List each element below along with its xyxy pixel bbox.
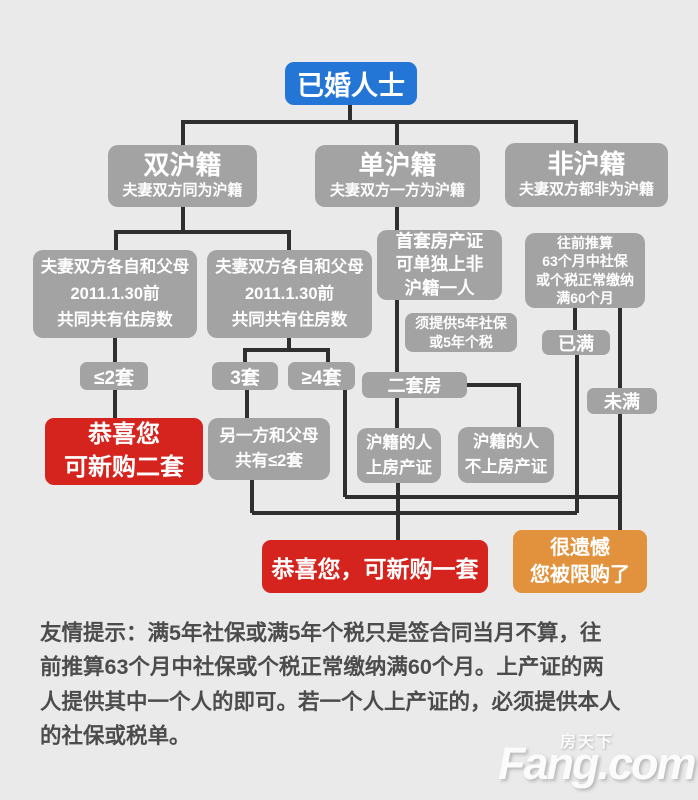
node-non-shanghai: 非沪籍 夫妻双方都非为沪籍 <box>505 143 668 207</box>
node-both-shanghai: 双沪籍 夫妻双方同为沪籍 <box>108 145 257 207</box>
node-both-shanghai-title: 双沪籍 <box>143 150 222 181</box>
node-ge4-homes: ≥4套 <box>288 362 355 390</box>
node-local-on-cert: 沪籍的人 上房产证 <box>357 428 441 483</box>
fang-watermark-en: Fang.com <box>498 738 697 789</box>
fang-watermark: 房天下 Fang.com <box>498 728 697 796</box>
node-purchase-restricted: 很遗憾 您被限购了 <box>513 530 647 593</box>
node-met: 已满 <box>542 330 610 355</box>
node-congrats-buy-two: 恭喜您 可新购二套 <box>45 418 203 485</box>
node-both-shanghai-sub: 夫妻双方同为沪籍 <box>122 181 243 199</box>
fang-watermark-cn: 房天下 <box>560 734 615 751</box>
node-first-cert-nonlocal: 首套房产证 可单独上非 沪籍一人 <box>377 230 502 300</box>
node-other-side-le2: 另一方和父母 共有≤2套 <box>208 418 330 480</box>
node-congrats-buy-one: 恭喜您，可新购一套 <box>262 540 488 593</box>
node-houses-left: 夫妻双方各自和父母 2011.1.30前 共同共有住房数 <box>33 250 197 338</box>
friendly-tip-text: 友情提示：满5年社保或满5年个税只是签合同当月不算，往 前推算63个月中社保或个… <box>40 621 621 749</box>
node-one-shanghai-title: 单沪籍 <box>358 150 437 181</box>
node-houses-right: 夫妻双方各自和父母 2011.1.30前 共同共有住房数 <box>207 250 372 338</box>
node-5yr-social: 须提供5年社保 或5年个税 <box>405 313 517 352</box>
node-second-home: 二套房 <box>362 372 467 398</box>
node-married-label: 已婚人士 <box>297 71 405 101</box>
node-one-shanghai: 单沪籍 夫妻双方一方为沪籍 <box>315 145 480 207</box>
node-3-homes: 3套 <box>212 362 278 390</box>
node-local-not-on-cert: 沪籍的人 不上房产证 <box>458 427 554 483</box>
node-63-months: 往前推算 63个月中社保 或个税正常缴纳 满60个月 <box>525 233 645 308</box>
node-le2-homes: ≤2套 <box>80 362 148 390</box>
node-non-shanghai-title: 非沪籍 <box>547 149 626 180</box>
node-married: 已婚人士 <box>285 62 417 105</box>
node-not-met: 未满 <box>587 388 657 414</box>
node-one-shanghai-sub: 夫妻双方一方为沪籍 <box>329 181 465 199</box>
node-non-shanghai-sub: 夫妻双方都非为沪籍 <box>518 180 654 198</box>
